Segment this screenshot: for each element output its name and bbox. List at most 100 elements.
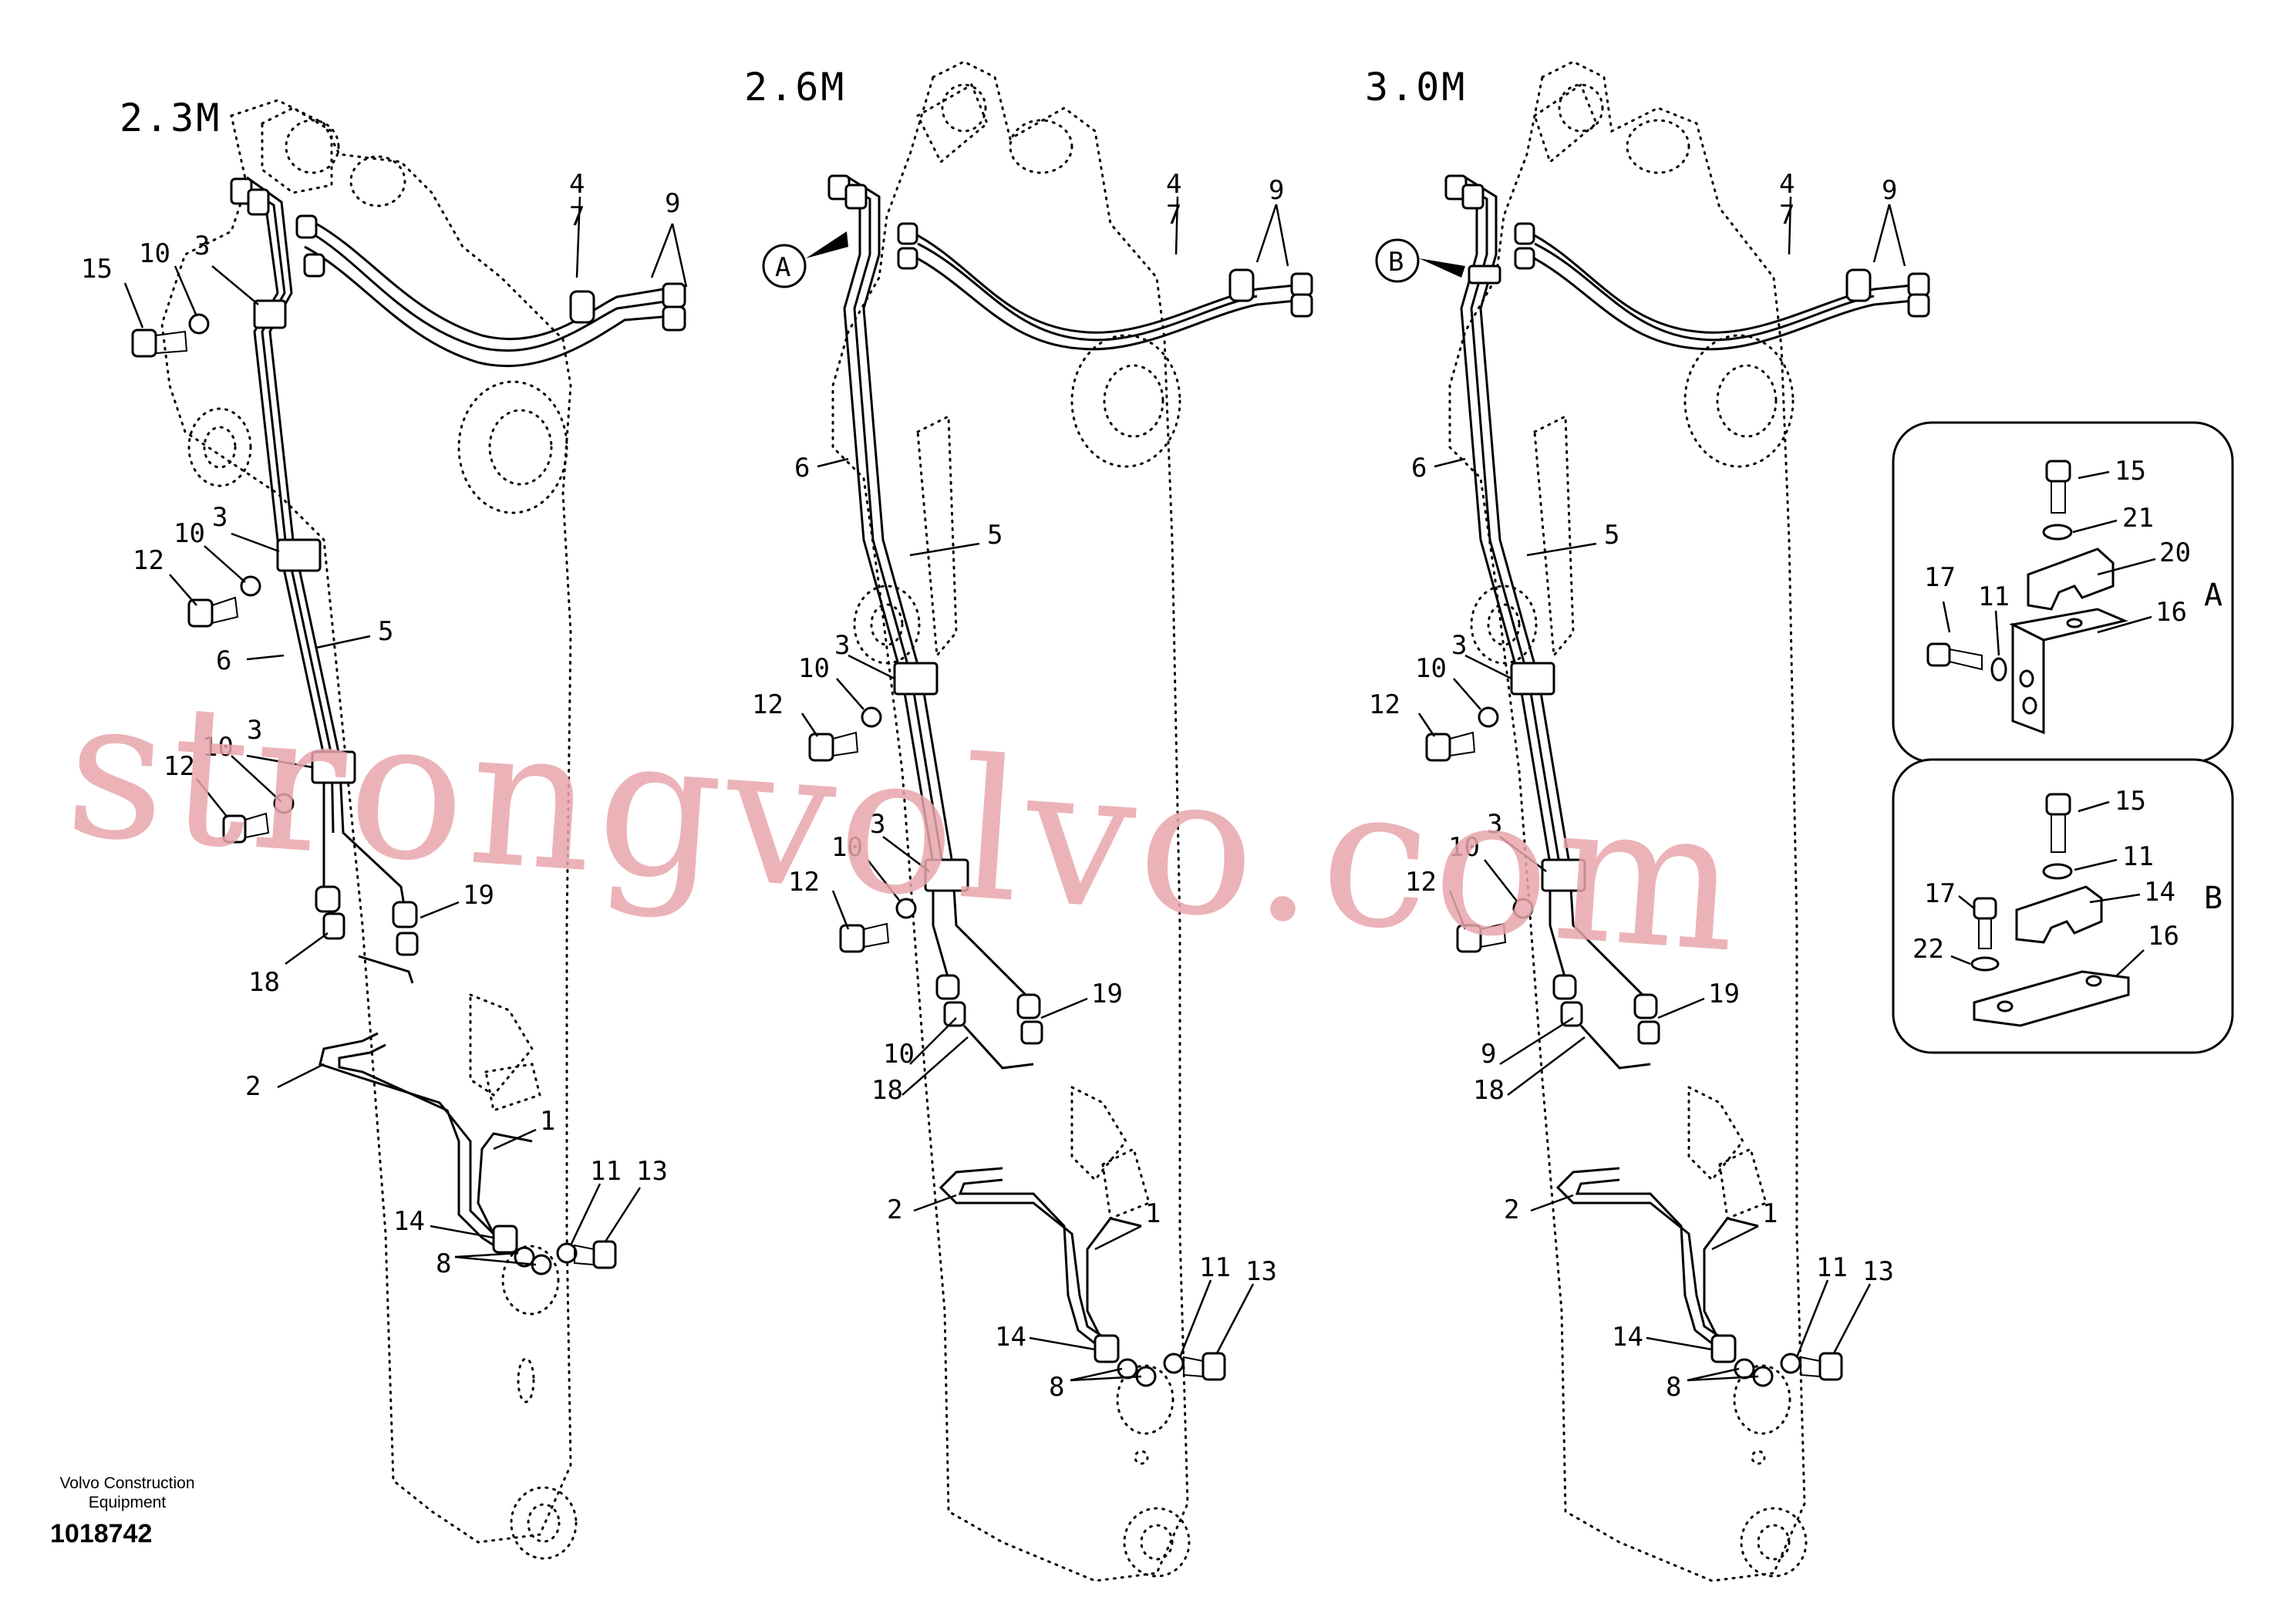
label-12: 12 bbox=[1369, 689, 1400, 720]
adapter-19a-2-6m bbox=[935, 974, 960, 1000]
pivot-lug-inner-2-6m bbox=[870, 603, 904, 646]
label-13: 13 bbox=[1245, 1256, 1277, 1287]
detail-a-letter: A bbox=[2204, 578, 2223, 613]
label-10: 10 bbox=[798, 653, 830, 684]
hose-end-fitting-b-2-3m bbox=[662, 305, 686, 332]
footer-block: Volvo Construction Equipment 1018742 bbox=[50, 1474, 195, 1548]
label-15: 15 bbox=[81, 254, 113, 285]
adapter-19b-3-0m bbox=[1633, 993, 1658, 1019]
label-8: 8 bbox=[436, 1248, 451, 1279]
detail-b-washer-22 bbox=[1970, 956, 2000, 972]
detail-a-bolt-15 bbox=[2045, 460, 2071, 514]
hose-end-fitting-2-3m bbox=[662, 282, 686, 308]
pivot-lug-3-0m bbox=[1470, 585, 1538, 665]
detail-b-label-14: 14 bbox=[2144, 877, 2175, 908]
label-11: 11 bbox=[1816, 1252, 1848, 1283]
detail-b-label-17: 17 bbox=[1924, 878, 1956, 909]
bolt-12b-3-0m bbox=[1456, 922, 1507, 953]
detail-b-clamp-14 bbox=[2015, 885, 2103, 944]
label-4: 4 bbox=[569, 169, 585, 200]
detail-a-bolt-17 bbox=[1926, 642, 1983, 671]
lower-boss-2-3m bbox=[501, 1245, 560, 1316]
hose-upper-b-3-0m bbox=[1526, 253, 1913, 351]
valve-block-2-3m bbox=[469, 992, 534, 1097]
pin-boss-top2-2-6m bbox=[1009, 119, 1073, 174]
hose-end-fitting-3-0m bbox=[1907, 272, 1930, 297]
cylinder-lug-inner-3-0m bbox=[1716, 364, 1778, 438]
rib-2-6m bbox=[916, 414, 958, 659]
clamp-3b-3-0m bbox=[1541, 858, 1586, 892]
pipe-right-2-6m bbox=[848, 176, 1027, 996]
clamp-3a-2-3m bbox=[253, 299, 287, 329]
pipe-18-3-0m bbox=[1579, 1024, 1651, 1070]
panel-title-3-0m: 3.0M bbox=[1365, 65, 1467, 110]
label-7: 7 bbox=[1779, 200, 1795, 231]
bolt-12b-2-6m bbox=[839, 922, 890, 953]
label-1: 1 bbox=[1762, 1198, 1778, 1229]
label-10: 10 bbox=[883, 1039, 915, 1070]
bolt-13-3-0m bbox=[1800, 1352, 1843, 1381]
bolt-15-2-3m bbox=[131, 329, 188, 358]
labels-2-3m: 4 7 9 15 10 3 10 3 12 6 5 10 3 12 19 18 … bbox=[81, 169, 688, 1279]
label-10: 10 bbox=[139, 238, 170, 269]
label-14: 14 bbox=[1612, 1322, 1643, 1353]
arm-bracket-2-3m bbox=[261, 106, 333, 194]
pipe-right-3-0m bbox=[1464, 176, 1644, 996]
lower-boss-2-6m bbox=[1116, 1364, 1174, 1435]
bucket-pin-3-0m bbox=[1757, 1524, 1791, 1561]
label-3: 3 bbox=[194, 231, 210, 261]
label-11: 11 bbox=[590, 1156, 622, 1187]
hose-start-fitting-2-3m bbox=[295, 214, 318, 239]
oring-18a-2-3m bbox=[322, 912, 345, 940]
hose-upper-b-2-6m bbox=[909, 253, 1296, 351]
label-1: 1 bbox=[1145, 1198, 1161, 1229]
oring-18b-3-0m bbox=[1637, 1020, 1660, 1045]
company-name-line2: Equipment bbox=[89, 1494, 167, 1511]
detail-b-label-16: 16 bbox=[2148, 921, 2179, 952]
label-9: 9 bbox=[1882, 175, 1897, 206]
label-13: 13 bbox=[636, 1156, 668, 1187]
pipe-2b-2-6m bbox=[958, 1178, 1104, 1351]
lower-hole-2-6m bbox=[1134, 1450, 1149, 1465]
pipe-2b-3-0m bbox=[1575, 1178, 1720, 1351]
lower-hole-3-0m bbox=[1751, 1450, 1766, 1465]
view-marker-a: A bbox=[762, 231, 848, 288]
hose-clamp-2-3m bbox=[569, 290, 595, 324]
label-12: 12 bbox=[752, 689, 784, 720]
detail-a-washer-21 bbox=[2042, 524, 2073, 541]
hose-upper-2-6m bbox=[909, 230, 1296, 334]
detail-b-label-15: 15 bbox=[2115, 786, 2146, 817]
pipe-2b-2-3m bbox=[338, 1043, 498, 1249]
hose-upper-c-2-6m bbox=[917, 242, 1258, 342]
pipe-left-2-6m bbox=[832, 184, 950, 980]
bolt-12a-2-3m bbox=[187, 596, 239, 628]
hose-clamp-3-0m bbox=[1845, 268, 1872, 302]
label-6: 6 bbox=[794, 453, 810, 483]
pin-boss-top2-3-0m bbox=[1626, 119, 1690, 174]
clamp-3a-3-0m bbox=[1510, 662, 1555, 696]
pipe-2-3-0m bbox=[1555, 1167, 1728, 1343]
side-plate-3-0m bbox=[1718, 1147, 1768, 1221]
labels-2-6m: 4 7 9 6 5 3 10 12 3 10 12 19 10 18 2 1 1… bbox=[752, 169, 1289, 1403]
detail-a-inset: 15 21 20 17 11 16 A bbox=[1892, 421, 2234, 763]
label-2: 2 bbox=[1504, 1194, 1519, 1225]
label-2: 2 bbox=[887, 1194, 902, 1225]
pin-boss-top-2-3m bbox=[285, 119, 340, 174]
clamp-3b-2-6m bbox=[924, 858, 969, 892]
label-9: 9 bbox=[1481, 1039, 1496, 1070]
pin-boss-top-3-0m bbox=[1558, 83, 1604, 133]
bolt-12a-3-0m bbox=[1425, 731, 1476, 762]
pipe-2-2-3m bbox=[318, 1032, 510, 1243]
detail-b-letter: B bbox=[2204, 881, 2223, 916]
pipe-left-3-0m bbox=[1449, 184, 1567, 980]
view-marker-b: B bbox=[1375, 238, 1465, 283]
valve-block-2-6m bbox=[1070, 1085, 1127, 1182]
label-4: 4 bbox=[1779, 169, 1795, 200]
pivot-lug-2-6m bbox=[853, 585, 921, 665]
oring-18a-3-0m bbox=[1560, 1001, 1583, 1027]
nut-8a-2-3m bbox=[514, 1246, 535, 1268]
bolt-12a-2-6m bbox=[808, 731, 859, 762]
company-name-line1: Volvo Construction bbox=[59, 1474, 194, 1492]
label-3: 3 bbox=[212, 502, 227, 533]
detail-a-clamp-20 bbox=[2027, 548, 2115, 611]
